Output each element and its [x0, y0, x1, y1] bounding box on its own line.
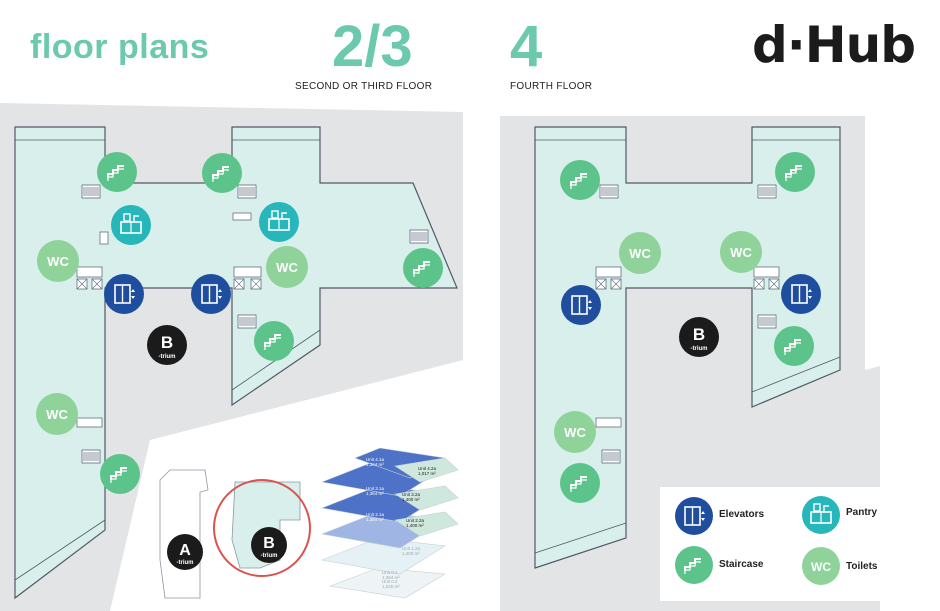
floor-number-4: 4	[510, 14, 543, 79]
svg-text:1,364 m²: 1,364 m²	[366, 517, 384, 522]
svg-text:WC: WC	[47, 254, 69, 269]
elevator-icon	[191, 274, 231, 314]
svg-text:1,017 m²: 1,017 m²	[418, 471, 436, 476]
floor-4-core-details	[595, 184, 780, 464]
svg-text:1,026 m²: 1,026 m²	[382, 584, 400, 589]
floor-number-2-3: 2/3	[332, 14, 413, 79]
svg-text:Staircase: Staircase	[719, 559, 764, 570]
svg-text:WC: WC	[46, 407, 68, 422]
site-key-plan: A -trium B -trium	[159, 469, 311, 599]
floor-2-3-core-details	[76, 184, 429, 464]
svg-text:1,400 m²: 1,400 m²	[402, 551, 420, 556]
staircase-icon	[97, 152, 137, 192]
page-title: floor plans	[30, 28, 210, 66]
svg-text:-trium: -trium	[177, 560, 194, 566]
legend: Elevators Pantry Staircase WC Toilets	[660, 487, 926, 601]
legend-pantry: Pantry	[802, 496, 878, 534]
legend-toilets: WC Toilets	[802, 547, 878, 585]
svg-text:-trium: -trium	[261, 553, 278, 559]
svg-text:Toilets: Toilets	[846, 561, 878, 572]
svg-text:Unit 4.2a: Unit 4.2a	[418, 466, 437, 471]
atrium-b-marker: B -trium	[679, 317, 719, 357]
svg-text:Unit 4.1a: Unit 4.1a	[366, 457, 385, 462]
svg-text:1,400 m²: 1,400 m²	[402, 497, 420, 502]
svg-text:Unit 2.2a: Unit 2.2a	[406, 518, 425, 523]
svg-text:B: B	[161, 333, 173, 352]
pantry-icon	[259, 202, 299, 242]
legend-elevators: Elevators	[675, 497, 764, 535]
svg-text:WC: WC	[730, 245, 752, 260]
wc-icon: WC	[720, 231, 762, 273]
dhub-logo: d·Hub	[752, 16, 916, 74]
svg-text:-trium: -trium	[691, 346, 708, 352]
elevator-icon	[781, 274, 821, 314]
svg-text:1,364 m²: 1,364 m²	[366, 462, 384, 467]
wc-icon: WC	[37, 240, 79, 282]
svg-text:Pantry: Pantry	[846, 507, 878, 518]
staircase-icon	[774, 326, 814, 366]
floor-stack-diagram: Unit 4.1a 1,364 m² Unit 4.2a 1,017 m² Un…	[320, 447, 459, 599]
svg-text:WC: WC	[629, 246, 651, 261]
wc-icon: WC	[266, 246, 308, 288]
staircase-icon	[100, 454, 140, 494]
svg-text:WC: WC	[564, 425, 586, 440]
wc-icon: WC	[619, 232, 661, 274]
floor-label-2-3: SECOND OR THIRD FLOOR	[295, 81, 433, 92]
svg-text:WC: WC	[276, 260, 298, 275]
svg-text:B: B	[693, 325, 705, 344]
elevator-icon	[104, 274, 144, 314]
staircase-icon	[560, 160, 600, 200]
svg-text:Unit 0.2: Unit 0.2	[382, 579, 398, 584]
svg-text:Unit 0.1: Unit 0.1	[382, 570, 398, 575]
svg-text:-trium: -trium	[159, 354, 176, 360]
svg-text:Unit 2.1a: Unit 2.1a	[366, 512, 385, 517]
svg-text:1,364 m²: 1,364 m²	[366, 491, 384, 496]
svg-text:Elevators: Elevators	[719, 509, 764, 520]
staircase-icon	[403, 248, 443, 288]
svg-text:1,364 m²: 1,364 m²	[382, 575, 400, 580]
staircase-icon	[254, 321, 294, 361]
highlight-circle	[213, 479, 311, 577]
atrium-b-marker: B -trium	[147, 325, 187, 365]
staircase-icon	[560, 463, 600, 503]
atrium-b-marker: B -trium	[251, 527, 287, 563]
svg-text:WC: WC	[811, 560, 831, 574]
svg-text:Unit 3.2a: Unit 3.2a	[402, 492, 421, 497]
svg-text:Unit 3.1a: Unit 3.1a	[366, 486, 385, 491]
floor-label-4: FOURTH FLOOR	[510, 81, 593, 92]
wc-icon: WC	[554, 411, 596, 453]
floor-2-3-outline	[14, 126, 458, 600]
svg-text:A: A	[179, 542, 191, 559]
svg-text:1,400 m²: 1,400 m²	[406, 523, 424, 528]
svg-text:B: B	[263, 535, 275, 552]
svg-text:Unit 1.2a: Unit 1.2a	[402, 546, 421, 551]
pantry-icon	[111, 205, 151, 245]
staircase-icon	[775, 152, 815, 192]
staircase-icon	[202, 153, 242, 193]
wc-icon: WC	[36, 393, 78, 435]
legend-staircase: Staircase	[675, 546, 764, 584]
atrium-a-marker: A -trium	[167, 534, 203, 570]
elevator-icon	[561, 285, 601, 325]
